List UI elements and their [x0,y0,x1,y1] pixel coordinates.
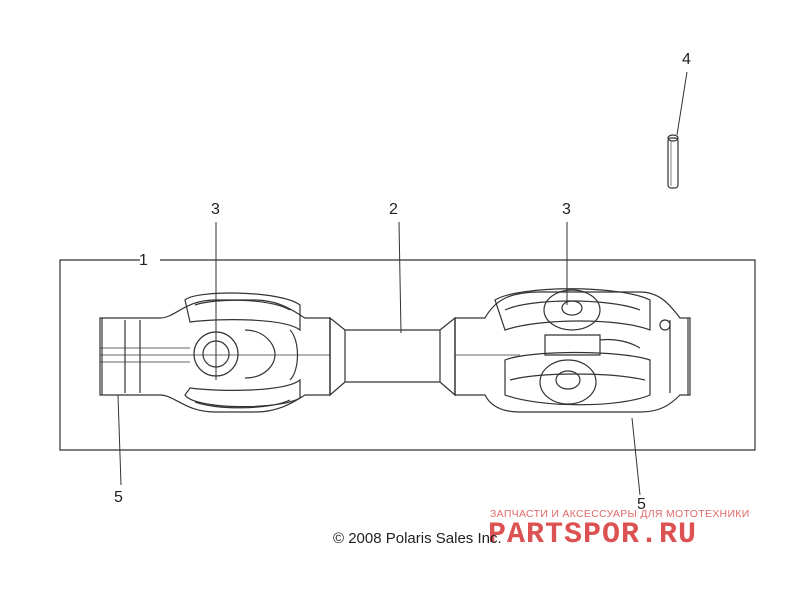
callout-3-left: 3 [211,201,220,218]
callout-3-right: 3 [562,201,571,218]
right-end-yoke [454,288,691,413]
callout-1: 1 [139,252,148,269]
callout-2: 2 [389,201,398,218]
leader-lines [117,71,688,496]
callout-4: 4 [682,51,691,68]
left-end-yoke [99,292,331,413]
callout-5-left: 5 [114,489,123,506]
roll-pin [667,134,679,189]
copyright-notice: © 2008 Polaris Sales Inc. [333,530,502,547]
callout-5-right: 5 [637,496,646,513]
assembly-box [59,259,756,451]
shaft-tube [329,316,456,397]
watermark-brand: PARTSPOR.RU [488,518,698,552]
watermark-tagline: ЗАПЧАСТИ И АКСЕССУАРЫ ДЛЯ МОТОТЕХНИКИ [490,508,750,520]
